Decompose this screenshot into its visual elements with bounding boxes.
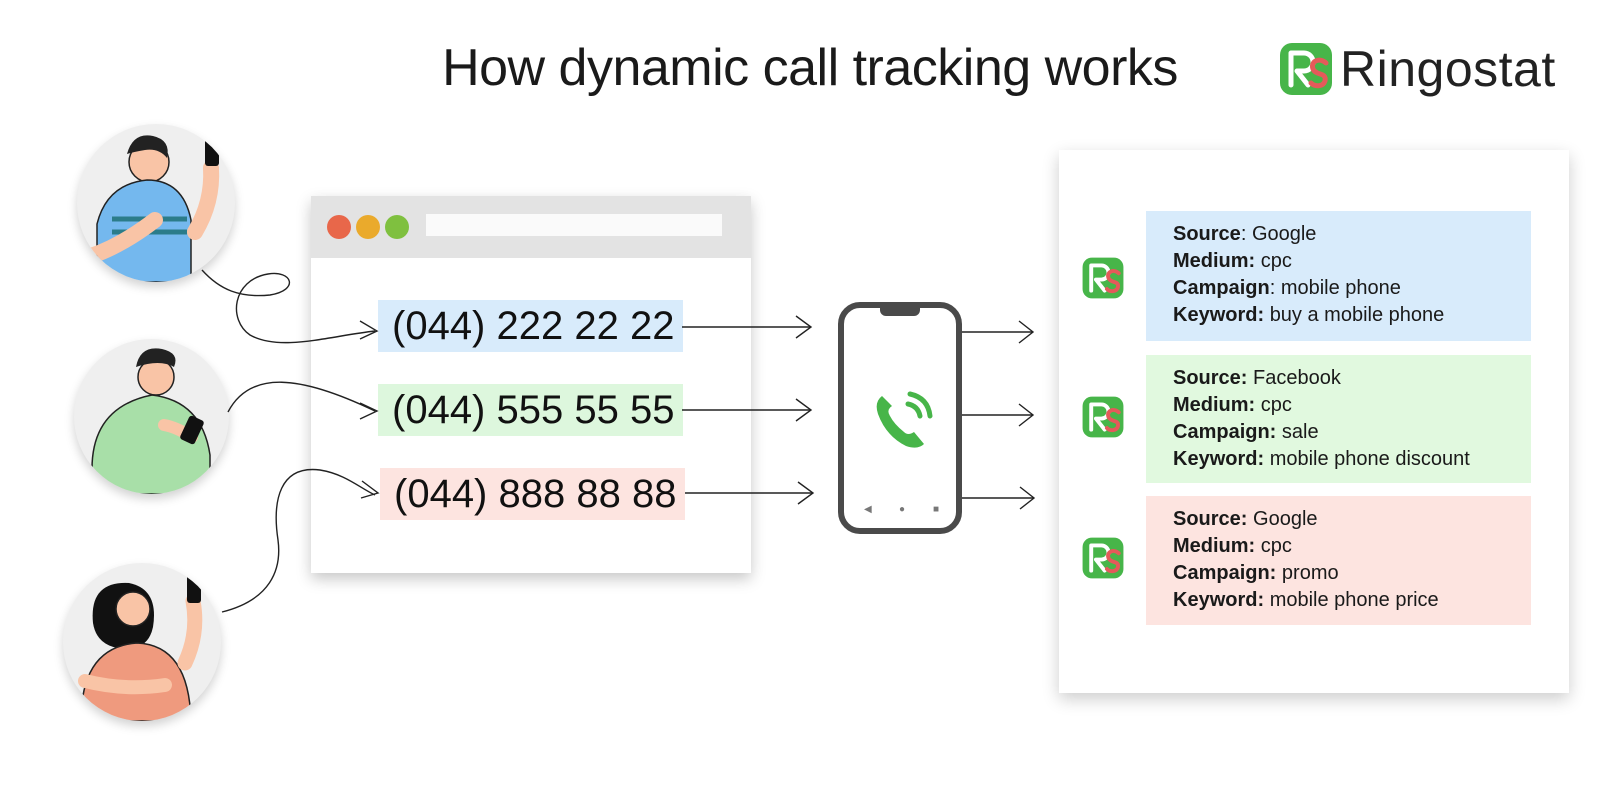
medium-value: cpc: [1260, 250, 1292, 272]
minimize-window-dot: [356, 215, 380, 239]
source-line: Source: Facebook: [1173, 365, 1531, 392]
call-record-3: Source: Google Medium: cpc Campaign: pro…: [1146, 496, 1531, 625]
keyword-line: Keyword: mobile phone discount: [1173, 446, 1531, 473]
keyword-value: mobile phone price: [1269, 589, 1439, 611]
person-1-avatar: [77, 124, 235, 282]
keyword-value: buy a mobile phone: [1269, 304, 1445, 326]
source-line: Source: Google: [1173, 223, 1317, 245]
brand: Ringostat: [1280, 40, 1556, 98]
keyword-value: mobile phone discount: [1269, 448, 1470, 470]
recent-apps-icon: ■: [933, 504, 940, 515]
medium-value: cpc: [1260, 535, 1292, 557]
campaign-label: Campaign:: [1173, 562, 1277, 584]
ringostat-logo-icon: [1082, 257, 1124, 299]
smartphone: ◀ ● ■: [838, 302, 962, 534]
medium-line: Medium: cpc: [1173, 533, 1531, 560]
campaign-label: Campaign:: [1173, 421, 1277, 443]
medium-label: Medium:: [1173, 535, 1256, 557]
browser-toolbar: [311, 196, 751, 258]
arrowhead: [1019, 486, 1036, 510]
source-value: Facebook: [1253, 367, 1341, 389]
medium-line: Medium: cpc: [1173, 392, 1531, 419]
tracking-number-3: (044) 888 88 88: [380, 468, 685, 520]
campaign-line: Campaign: promo: [1173, 560, 1531, 587]
source-label: Source:: [1173, 508, 1248, 530]
arrowhead: [1018, 403, 1035, 427]
keyword-label: Keyword:: [1173, 589, 1265, 611]
arrowhead: [795, 315, 813, 339]
campaign-line: Campaign: sale: [1173, 419, 1531, 446]
address-bar: [426, 214, 722, 236]
call-record-2: Source: Facebook Medium: cpc Campaign: s…: [1146, 355, 1531, 483]
campaign-line: Campaign: mobile phone: [1173, 277, 1401, 299]
arrowhead: [1018, 320, 1035, 344]
source-line: Source: Google: [1173, 506, 1531, 533]
diagram-title: How dynamic call tracking works: [442, 39, 1178, 97]
source-label: Source:: [1173, 367, 1248, 389]
medium-value: cpc: [1260, 394, 1292, 416]
keyword-label: Keyword:: [1173, 448, 1265, 470]
keyword-label: Keyword:: [1173, 304, 1265, 326]
phone-call-icon: [876, 391, 933, 448]
source-value: Google: [1253, 508, 1318, 530]
tracking-number-2: (044) 555 55 55: [378, 384, 683, 436]
medium-line: Medium: cpc: [1173, 248, 1531, 275]
medium-label: Medium:: [1173, 394, 1256, 416]
campaign-label: Campaign: [1173, 277, 1270, 299]
back-icon: ◀: [864, 504, 872, 515]
phone-notch: [880, 306, 920, 316]
arrowhead: [795, 398, 813, 422]
call-record-1: Source: Google Medium: cpc Campaign: mob…: [1146, 211, 1531, 341]
brand-name: Ringostat: [1340, 41, 1556, 97]
close-window-dot: [327, 215, 351, 239]
campaign-value: mobile phone: [1280, 277, 1401, 299]
campaign-value: promo: [1281, 562, 1339, 584]
keyword-line: Keyword: mobile phone price: [1173, 587, 1531, 614]
ringostat-logo-icon: [1082, 396, 1124, 438]
keyword-line: Keyword: buy a mobile phone: [1173, 302, 1531, 329]
arrowhead: [797, 481, 815, 505]
source-value: Google: [1251, 223, 1317, 245]
person-3-avatar: [63, 563, 221, 721]
home-icon: ●: [899, 504, 906, 515]
person-2-avatar: [74, 339, 229, 494]
ringostat-logo-icon: [1082, 537, 1124, 579]
medium-label: Medium:: [1173, 250, 1256, 272]
maximize-window-dot: [385, 215, 409, 239]
source-label: Source: [1173, 223, 1241, 245]
campaign-value: sale: [1281, 421, 1319, 443]
ringostat-logo-icon: [1280, 43, 1332, 95]
tracking-number-1: (044) 222 22 22: [378, 300, 683, 352]
